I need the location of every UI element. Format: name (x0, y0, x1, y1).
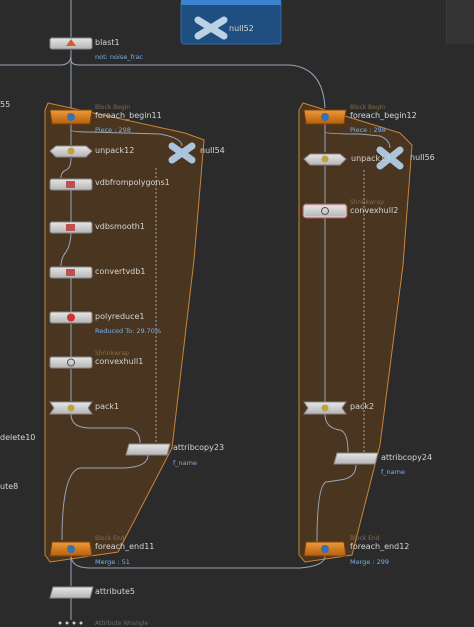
convexhull1-header: Shrinkwrap (95, 350, 129, 357)
node-attribwrangle-partial[interactable] (58, 621, 83, 625)
null52-label: null52 (229, 24, 254, 33)
node-vdbfrompolygons1[interactable] (49, 178, 93, 191)
attribute5-label: attribute5 (95, 587, 135, 596)
wires (0, 0, 391, 620)
foreach-end11-sub: Merge : 51 (95, 558, 130, 566)
node-polyreduce1[interactable] (49, 311, 93, 324)
null56-label: null56 (410, 153, 435, 162)
node-attribcopy24[interactable] (333, 452, 379, 465)
node-foreach-begin12[interactable] (303, 109, 347, 125)
attribcopy23-sub: f_name (173, 459, 197, 467)
blast1-sub: not: noise_frac (95, 53, 143, 61)
node-unpack12[interactable] (49, 145, 93, 158)
attribcopy24-label: attribcopy24 (381, 453, 433, 462)
attribcopy24-sub: f_name (381, 468, 405, 476)
foreach-end11-header: Block End (95, 535, 125, 542)
node-blast1[interactable] (49, 37, 93, 50)
node-pack2[interactable] (303, 401, 347, 415)
node-foreach-end11[interactable] (49, 541, 93, 557)
foreach-end12-label: foreach_end12 (350, 542, 410, 551)
foreach-begin12-sub: Piece : 298 (350, 126, 386, 134)
attribwrangle-hint: Attribute Wrangle (95, 620, 149, 627)
node-unpack13[interactable] (303, 153, 347, 166)
offscreen-node-delete10-label: delete10 (0, 433, 36, 442)
pack1-label: pack1 (95, 402, 120, 411)
node-convertvdb1[interactable] (49, 266, 93, 279)
convexhull1-label: convexhull1 (95, 357, 144, 366)
vdbfrompolygons1-label: vdbfrompolygons1 (95, 178, 170, 187)
convertvdb1-label: convertvdb1 (95, 267, 146, 276)
pack2-label: pack2 (350, 402, 375, 411)
blast1-label: blast1 (95, 38, 120, 47)
foreach-begin12-header: Block Begin (350, 104, 386, 111)
foreach-block-12 (298, 102, 413, 563)
node-convexhull2[interactable] (302, 203, 348, 219)
polyreduce1-label: polyreduce1 (95, 312, 145, 321)
foreach-end12-sub: Merge : 299 (350, 558, 390, 566)
node-foreach-begin11[interactable] (49, 109, 93, 125)
convexhull2-label: convexhull2 (350, 206, 399, 215)
null54-label: null54 (200, 146, 225, 155)
foreach-end12-header: Block End (350, 535, 380, 542)
foreach-begin11-label: foreach_begin11 (95, 111, 162, 120)
unpack12-label: unpack12 (95, 146, 135, 155)
offscreen-node-ute8-label: ute8 (0, 482, 19, 491)
foreach-begin11-header: Block Begin (95, 104, 131, 111)
foreach-begin12-label: foreach_begin12 (350, 111, 417, 120)
node-null56[interactable] (376, 146, 404, 170)
node-convexhull1[interactable] (49, 356, 93, 369)
node-vdbsmooth1[interactable] (49, 221, 93, 234)
foreach-begin11-sub: Piece : 298 (95, 126, 131, 134)
node-pack1[interactable] (49, 401, 93, 415)
attribcopy23-label: attribcopy23 (173, 443, 225, 452)
node-null54[interactable] (168, 142, 196, 164)
node-null52[interactable] (180, 0, 282, 45)
node-foreach-end12[interactable] (303, 541, 347, 557)
node-attribcopy23[interactable] (125, 443, 171, 456)
convexhull2-header: Shrinkwrap (350, 199, 384, 206)
vdbsmooth1-label: vdbsmooth1 (95, 222, 145, 231)
node-attribute5[interactable] (49, 586, 94, 599)
panel-scroll-corner[interactable] (446, 0, 474, 44)
polyreduce1-sub: Reduced To: 29.70% (95, 327, 162, 335)
foreach-end11-label: foreach_end11 (95, 542, 155, 551)
offscreen-node-55-label: 55 (0, 100, 11, 109)
unpack13-label: unpack13 (351, 154, 391, 163)
